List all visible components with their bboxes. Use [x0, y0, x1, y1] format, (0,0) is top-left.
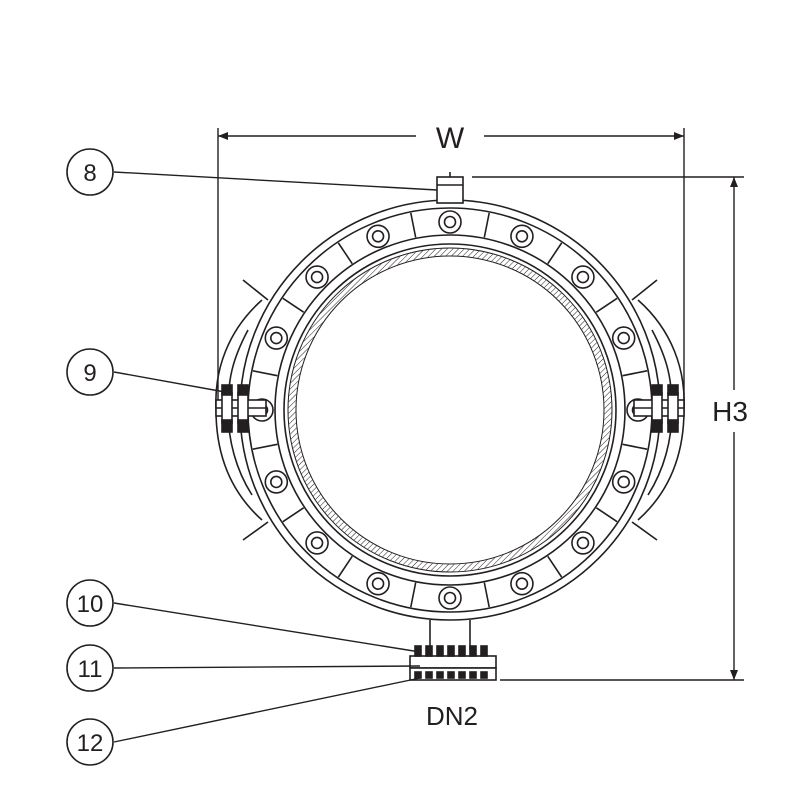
segment-tick	[483, 212, 490, 238]
outlet-bolt-head	[447, 645, 455, 657]
leader-12	[113, 677, 421, 743]
strut-bottom-right	[631, 521, 658, 541]
seat-ring	[283, 243, 617, 577]
callout-8: 8	[66, 148, 114, 196]
segment-tick	[547, 242, 563, 265]
callout-8-number: 8	[83, 160, 96, 187]
segment-tick	[252, 443, 278, 450]
flange-bolt	[438, 586, 462, 610]
outlet-bolt-nut	[480, 671, 488, 679]
flange-bolt	[305, 531, 329, 555]
segment-tick	[337, 555, 353, 578]
outlet-bolt-nut	[458, 671, 466, 679]
callout-9-number: 9	[83, 360, 96, 387]
flange-bolt	[264, 326, 289, 350]
outlet-bolt-nut	[436, 671, 444, 679]
leader-8	[113, 171, 438, 191]
dimension-label-dn2: DN2	[426, 701, 478, 731]
flange-bolt	[264, 470, 289, 494]
dimension-label-h3: H3	[712, 396, 748, 427]
segment-tick	[337, 242, 353, 265]
flange-bolt	[611, 326, 636, 350]
callout-11: 11	[66, 644, 114, 692]
liner-inner-edge	[295, 255, 605, 565]
segment-tick	[282, 507, 305, 523]
segment-tick	[595, 297, 618, 313]
right-clamp	[633, 384, 685, 433]
flange-bolt	[305, 265, 329, 289]
hatched-liner	[288, 248, 612, 572]
outlet-bolt-head	[425, 645, 433, 657]
callout-11-number: 11	[78, 656, 103, 683]
dimension-lines	[217, 128, 744, 681]
outlet-bolt-head	[480, 645, 488, 657]
dimension-label-w: W	[436, 122, 465, 155]
segment-tick	[622, 443, 648, 450]
callout-12: 12	[66, 718, 114, 766]
flange-bolt	[438, 210, 462, 234]
outer-flange	[239, 199, 661, 621]
callout-10: 10	[66, 579, 114, 627]
outlet-bolt-nut	[447, 671, 455, 679]
segment-tick	[252, 370, 278, 377]
outlet-bolt-head	[436, 645, 444, 657]
flange-bolt	[366, 571, 390, 596]
flange-bolt	[366, 224, 390, 249]
outlet-bolt-head	[458, 645, 466, 657]
flange-bolt	[510, 571, 534, 596]
bottom-outlet-flange	[409, 620, 497, 681]
segment-tick	[483, 582, 490, 608]
callout-leaders	[113, 171, 438, 743]
strut-bottom-left	[242, 521, 269, 541]
callout-9: 9	[66, 348, 114, 396]
flange-bolt	[571, 265, 595, 289]
callout-10-number: 10	[77, 591, 104, 618]
outlet-bolt-nut	[469, 671, 477, 679]
outlet-bolt-nut	[425, 671, 433, 679]
segment-tick	[595, 507, 618, 523]
liner-outer-edge	[287, 247, 613, 573]
flange-bolt	[510, 224, 534, 249]
left-clamp	[215, 384, 267, 433]
strut-top-left	[242, 279, 269, 301]
flange-bolt	[611, 470, 636, 494]
callout-12-number: 12	[77, 730, 104, 757]
bolt-ring-inner	[274, 234, 626, 586]
segment-tick	[622, 370, 648, 377]
strut-top-right	[631, 279, 658, 301]
segment-tick	[547, 555, 563, 578]
leader-9	[113, 371, 226, 393]
leader-11	[113, 665, 421, 669]
segment-tick	[282, 297, 305, 313]
outlet-bolt-nut	[414, 671, 422, 679]
outlet-bolt-head	[469, 645, 477, 657]
segment-ticks	[252, 212, 648, 608]
top-stub	[436, 176, 464, 204]
valve-body	[215, 172, 685, 681]
flange-bolt	[571, 531, 595, 555]
leader-10	[113, 602, 421, 653]
segment-tick	[410, 582, 417, 608]
segment-tick	[410, 212, 417, 238]
